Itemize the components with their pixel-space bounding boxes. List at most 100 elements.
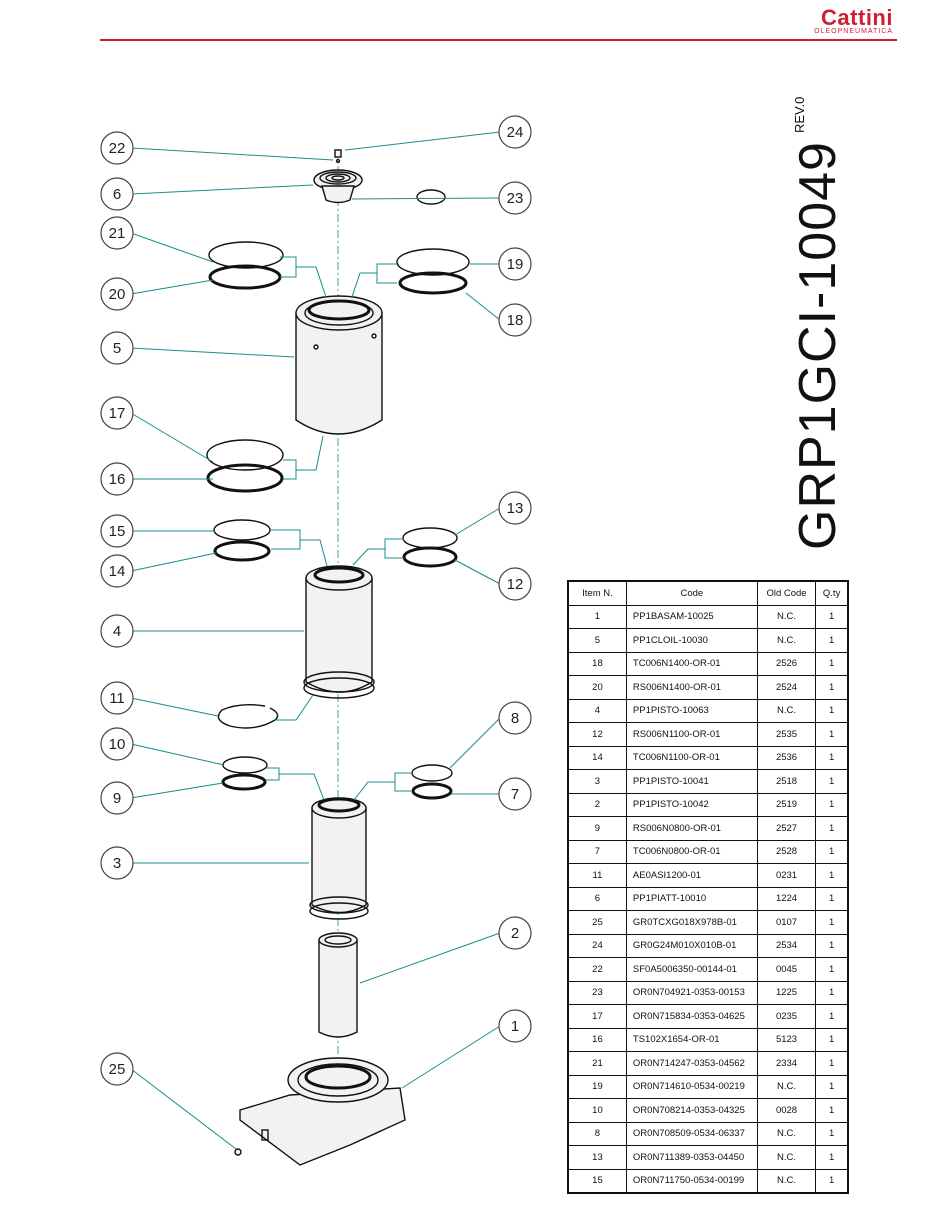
cell-quantity: 1 [815, 1027, 849, 1052]
cell-old-code: 2528 [756, 839, 817, 864]
svg-text:10: 10 [109, 736, 126, 753]
cell-item-number: 2 [567, 792, 627, 817]
cell-old-code: 2334 [756, 1051, 817, 1076]
part-19-18-rings [396, 248, 470, 295]
cell-code: RS006N1100-OR-01 [625, 722, 758, 747]
cell-item-number: 3 [567, 769, 627, 794]
cell-item-number: 14 [567, 745, 627, 770]
cell-quantity: 1 [815, 957, 849, 982]
balloon-24: 24 [498, 115, 532, 149]
exploded-view-drawing: 22 24 6 23 21 19 20 18 5 17 16 13 15 14 … [100, 115, 532, 1166]
cell-item-number: 10 [567, 1098, 627, 1123]
part-5-cylinder [295, 295, 383, 435]
cell-quantity: 1 [815, 1004, 849, 1029]
cell-code: PP1BASAM-10025 [625, 604, 758, 629]
cell-quantity: 1 [815, 675, 849, 700]
cell-item-number: 5 [567, 628, 627, 653]
cell-quantity: 1 [815, 816, 849, 841]
balloon-18: 18 [498, 303, 532, 337]
cell-old-code: 2535 [756, 722, 817, 747]
svg-text:16: 16 [109, 471, 126, 488]
svg-text:2: 2 [511, 925, 519, 942]
part-2-rod [318, 932, 358, 1038]
cell-old-code: 0231 [756, 863, 817, 888]
cell-item-number: 18 [567, 651, 627, 676]
cell-code: OR0N708509-0534-06337 [625, 1121, 758, 1146]
cell-quantity: 1 [815, 910, 849, 935]
cell-old-code: 2518 [756, 769, 817, 794]
cell-old-code: N.C. [756, 1145, 817, 1170]
svg-text:3: 3 [113, 855, 121, 872]
cell-old-code: 5123 [756, 1027, 817, 1052]
cell-code: RS006N1400-OR-01 [625, 675, 758, 700]
cell-item-number: 25 [567, 910, 627, 935]
cell-code: OR0N715834-0353-04625 [625, 1004, 758, 1029]
part-4-piston [303, 565, 375, 699]
cell-old-code: 1224 [756, 886, 817, 911]
svg-text:13: 13 [507, 500, 524, 517]
part-11-snap-ring [217, 703, 279, 729]
svg-text:15: 15 [109, 523, 126, 540]
svg-text:17: 17 [109, 405, 126, 422]
brand-logo: Cattini OLEOPNEUMATICA [814, 6, 893, 36]
balloon-17: 17 [100, 396, 134, 430]
cell-quantity: 1 [815, 722, 849, 747]
cell-code: OR0N711389-0353-04450 [625, 1145, 758, 1170]
leader-lines [130, 131, 501, 1150]
balloon-25: 25 [100, 1052, 134, 1086]
balloon-23: 23 [498, 181, 532, 215]
balloon-14: 14 [100, 554, 134, 588]
cell-quantity: 1 [815, 1074, 849, 1099]
cell-old-code: N.C. [756, 628, 817, 653]
svg-text:1: 1 [511, 1018, 519, 1035]
cell-code: GR0G24M010X010B-01 [625, 933, 758, 958]
part-24-screw [334, 149, 342, 164]
cell-old-code: N.C. [756, 698, 817, 723]
balloon-16: 16 [100, 462, 134, 496]
part-15-14-rings [213, 519, 271, 562]
cell-old-code: 0107 [756, 910, 817, 935]
cell-code: TC006N1400-OR-01 [625, 651, 758, 676]
cell-quantity: 1 [815, 769, 849, 794]
cell-code: TC006N1100-OR-01 [625, 745, 758, 770]
cell-item-number: 21 [567, 1051, 627, 1076]
cell-item-number: 1 [567, 604, 627, 629]
cell-quantity: 1 [815, 1145, 849, 1170]
cell-old-code: 2524 [756, 675, 817, 700]
cell-code: PP1CLOIL-10030 [625, 628, 758, 653]
svg-text:25: 25 [109, 1061, 126, 1078]
cell-old-code: 0028 [756, 1098, 817, 1123]
cell-old-code: 2534 [756, 933, 817, 958]
cell-item-number: 22 [567, 957, 627, 982]
cell-quantity: 1 [815, 980, 849, 1005]
balloon-13: 13 [498, 491, 532, 525]
svg-text:22: 22 [109, 140, 126, 157]
svg-text:4: 4 [113, 623, 121, 640]
cell-item-number: 17 [567, 1004, 627, 1029]
cell-quantity: 1 [815, 1098, 849, 1123]
part-1-base [239, 1057, 406, 1166]
cell-item-number: 8 [567, 1121, 627, 1146]
svg-text:5: 5 [113, 340, 121, 357]
cell-quantity: 1 [815, 604, 849, 629]
balloon-15: 15 [100, 514, 134, 548]
cell-item-number: 13 [567, 1145, 627, 1170]
header-rule [100, 39, 897, 41]
balloon-2: 2 [498, 916, 532, 950]
part-21-20-rings [208, 241, 284, 290]
balloon-9: 9 [100, 781, 134, 815]
svg-text:19: 19 [507, 256, 524, 273]
balloon-12: 12 [498, 567, 532, 601]
